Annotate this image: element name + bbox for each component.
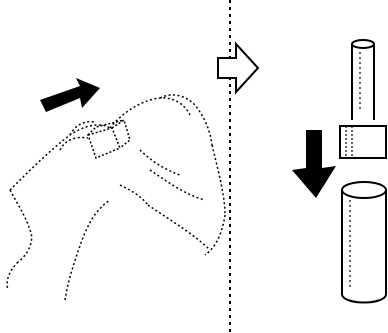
insert-direction-arrow-icon <box>292 130 336 198</box>
push-direction-arrow-icon <box>40 78 100 112</box>
upper-tube-body <box>351 44 375 120</box>
upper-tube-top <box>351 39 375 49</box>
lower-tube-top <box>341 181 387 199</box>
right-hand-outline <box>109 94 226 256</box>
tube-collar <box>339 125 387 159</box>
tube-piece <box>87 118 131 159</box>
left-hand-outline <box>6 120 111 301</box>
outline-right-arrow-icon <box>217 41 260 95</box>
lower-tube-body <box>341 190 387 304</box>
tube-insertion-icon <box>292 39 387 304</box>
hands-pushing-tube-icon <box>6 78 226 301</box>
